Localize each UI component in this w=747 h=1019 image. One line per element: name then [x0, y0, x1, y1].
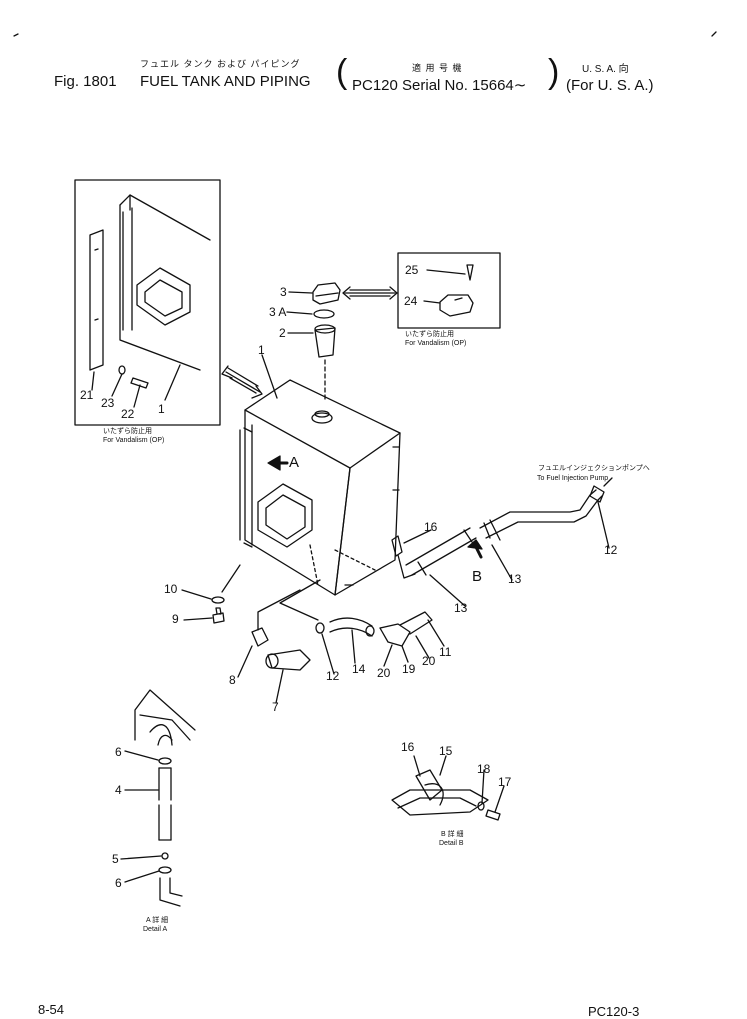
callout-18: 18 [477, 762, 491, 776]
title-japanese: フュエル タンク および パイピング [140, 59, 301, 69]
callout-12-main: 12 [326, 669, 340, 683]
callout-3: 3 [280, 285, 287, 299]
callout-4: 4 [115, 783, 122, 797]
pump-note-jp: フュエルインジェクションポンプへ [538, 465, 650, 472]
applicable-serial: PC120 Serial No. 15664∼ [352, 77, 527, 94]
detail-a-caption-jp: A 詳 細 [146, 917, 169, 924]
callout-25: 25 [405, 263, 419, 277]
callout-6-top: 6 [115, 745, 122, 759]
detail-a-caption: Detail A [143, 926, 168, 933]
vandalism-note-left: For Vandalism (OP) [103, 437, 165, 444]
callout-23: 23 [101, 396, 115, 410]
link-arrow-right [343, 287, 397, 299]
callout-1-tank: 1 [258, 343, 265, 357]
vandalism-note-left-jp: いたずら防止用 [103, 428, 152, 435]
link-arrow-left [222, 366, 262, 398]
callout-17: 17 [498, 775, 512, 789]
applicable-label-japanese: 適 用 号 機 [412, 63, 463, 73]
view-label-a: A [289, 454, 300, 471]
callout-2: 2 [279, 326, 286, 340]
callout-20-left: 20 [377, 666, 391, 680]
callout-12-pump: 12 [604, 543, 618, 557]
detail-a [121, 690, 195, 906]
callout-8: 8 [229, 673, 236, 687]
callout-10: 10 [164, 582, 178, 596]
view-arrow-b [468, 540, 482, 557]
callout-24: 24 [404, 294, 418, 308]
detail-b [392, 756, 504, 820]
callout-6-bottom: 6 [115, 876, 122, 890]
page-number: 8-54 [38, 1002, 65, 1017]
inset-locking-cap-box [398, 253, 500, 328]
callout-15: 15 [439, 744, 453, 758]
callout-13-left: 13 [454, 601, 468, 615]
pump-piping [392, 478, 612, 606]
view-arrow-a [268, 456, 287, 470]
callout-7: 7 [272, 700, 279, 714]
callout-13-right: 13 [508, 572, 522, 586]
callout-3a: 3 A [269, 305, 287, 319]
figure-title: FUEL TANK AND PIPING [140, 73, 311, 90]
view-label-b: B [472, 568, 483, 585]
pump-note: To Fuel Injection Pump [537, 475, 609, 482]
corner-marks [14, 32, 716, 36]
detail-b-caption-jp: B 詳 細 [441, 831, 464, 838]
fuel-tank [240, 355, 400, 595]
lower-piping [238, 580, 444, 703]
bracket-close: ) [548, 53, 560, 91]
figure-number: Fig. 1801 [54, 73, 117, 90]
detail-b-caption: Detail B [439, 840, 464, 847]
callout-11: 11 [439, 645, 452, 659]
callout-9: 9 [172, 612, 179, 626]
vandalism-note-right-jp: いたずら防止用 [405, 331, 454, 338]
callout-1-inset: 1 [158, 402, 165, 416]
region-english: (For U. S. A.) [566, 77, 654, 94]
callout-16-main: 16 [424, 520, 438, 534]
callout-20-right: 20 [422, 654, 436, 668]
callout-21: 21 [80, 388, 94, 402]
model-code: PC120-3 [588, 1004, 640, 1019]
callout-19: 19 [402, 662, 416, 676]
vandalism-note-right: For Vandalism (OP) [405, 340, 467, 347]
inset-vandalism-box [75, 180, 220, 425]
region-japanese: U. S. A. 向 [582, 64, 629, 75]
filler-cap-group [287, 283, 340, 400]
callout-14: 14 [352, 662, 366, 676]
bracket-open: ( [336, 53, 348, 91]
callout-16-detail: 16 [401, 740, 415, 754]
callout-5: 5 [112, 852, 119, 866]
drain-plug [182, 565, 240, 623]
callout-22: 22 [121, 407, 135, 421]
